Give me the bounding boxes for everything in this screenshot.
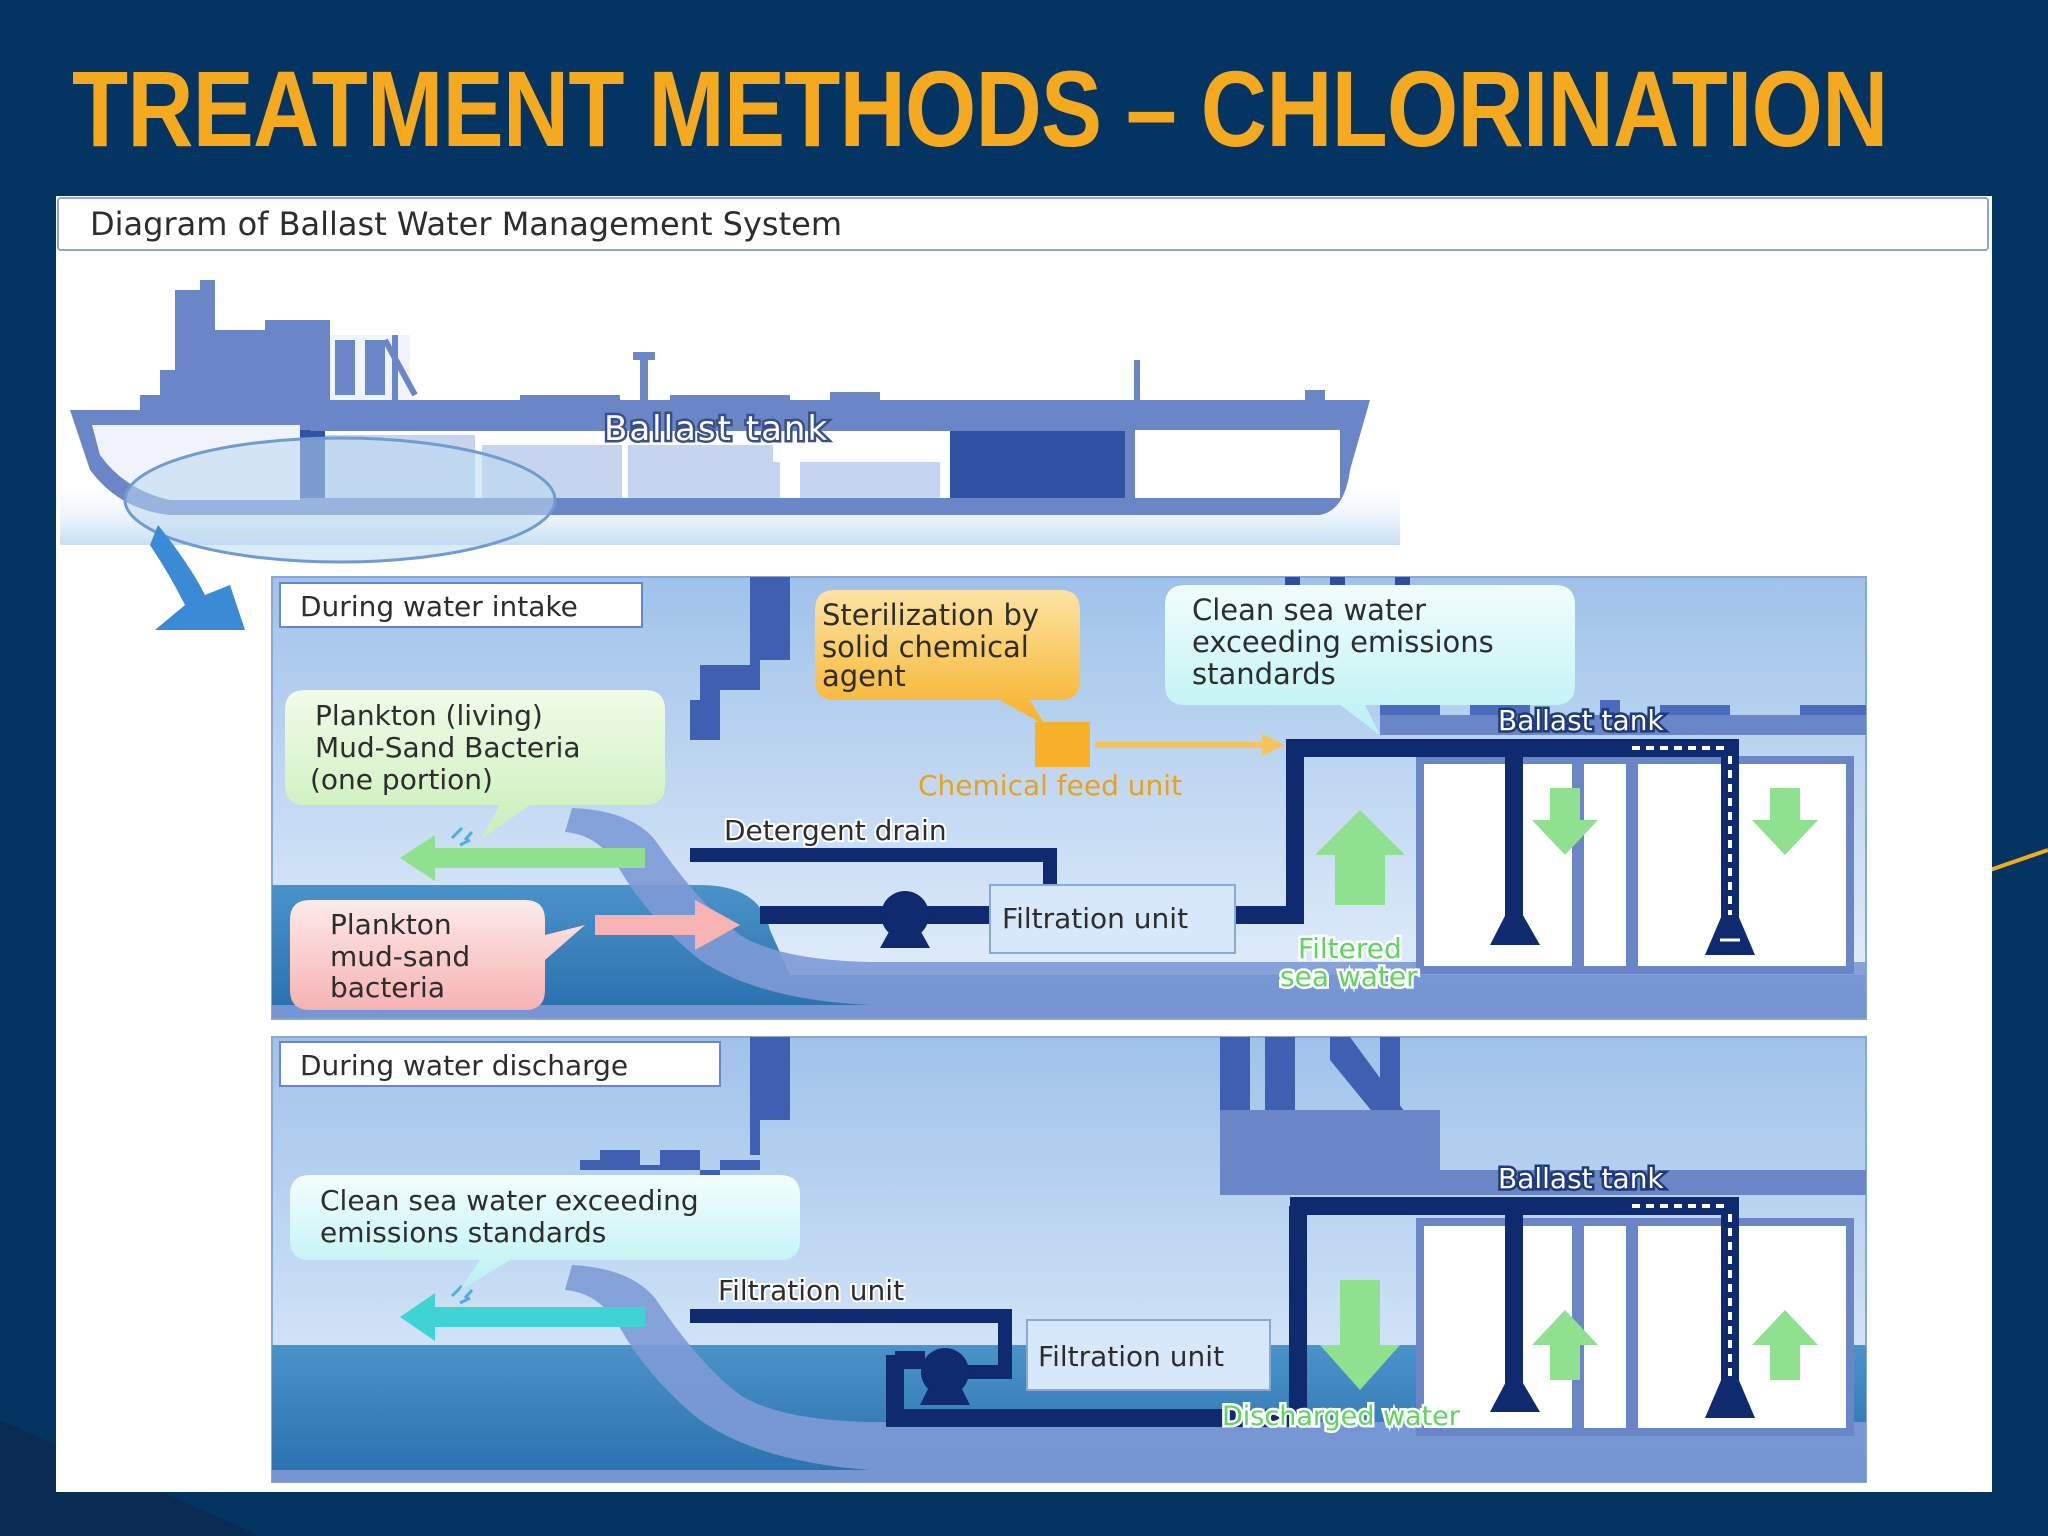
zoom-arrow [150, 525, 245, 630]
sterilization-line-3: agent [822, 659, 906, 693]
discharge-filtration-unit-label: Filtration unit [1038, 1340, 1224, 1373]
plankton-living-line-1: Plankton (living) [315, 699, 543, 732]
plankton-callout: Plankton mud-sand bacteria [290, 900, 585, 1010]
slide-title: TREATMENT METHODS – CHLORINATION [72, 48, 1888, 169]
plankton-line-1: Plankton [330, 908, 452, 941]
detergent-drain-label: Detergent drain [724, 814, 947, 847]
diagram-title: Diagram of Ballast Water Management Syst… [90, 205, 842, 243]
intake-panel-label: During water intake [300, 590, 578, 623]
discharge-clean-line-2: emissions standards [320, 1216, 606, 1249]
intake-clean-line-3: standards [1192, 657, 1336, 691]
plankton-living-line-2: Mud-Sand Bacteria [315, 731, 581, 764]
diagram-title-bar [57, 197, 1989, 251]
intake-filtration-unit-label: Filtration unit [1002, 902, 1188, 935]
discharged-water-label: Discharged water [1222, 1401, 1461, 1432]
intake-ballast-tank-label: Ballast tank [1498, 704, 1664, 737]
plankton-line-2: mud-sand [330, 940, 470, 973]
sterilization-callout: Sterilization by solid chemical agent [815, 590, 1080, 725]
discharge-panel-label-box [279, 1041, 721, 1087]
discharge-panel [271, 1036, 1867, 1483]
chemical-feed-label: Chemical feed unit [918, 769, 1182, 802]
intake-panel-label-box [279, 582, 643, 628]
discharge-clean-water-callout: Clean sea water exceeding emissions stan… [290, 1175, 800, 1290]
discharge-clean-line-1: Clean sea water exceeding [320, 1184, 699, 1217]
sterilization-line-1: Sterilization by [822, 598, 1039, 632]
plankton-living-callout: Plankton (living) Mud-Sand Bacteria (one… [285, 690, 665, 840]
sterilization-line-2: solid chemical [822, 630, 1029, 664]
discharge-filtration-pipe-label: Filtration unit [718, 1274, 904, 1307]
filtered-water-line-1: Filtered [1298, 932, 1402, 965]
intake-clean-line-2: exceeding emissions [1192, 625, 1494, 659]
zoom-ellipse [123, 436, 557, 564]
ship-ballast-tank-label: Ballast tank [604, 409, 829, 449]
intake-clean-water-callout: Clean sea water exceeding emissions stan… [1165, 585, 1575, 735]
discharge-panel-label: During water discharge [300, 1049, 628, 1082]
discharge-ballast-tank-label: Ballast tank [1498, 1162, 1664, 1195]
plankton-living-line-3: (one portion) [310, 763, 493, 796]
filtered-water-line-2: sea water [1280, 960, 1418, 993]
slide-accent-line [1989, 848, 2048, 872]
plankton-line-3: bacteria [330, 971, 445, 1004]
intake-clean-line-1: Clean sea water [1192, 593, 1426, 627]
